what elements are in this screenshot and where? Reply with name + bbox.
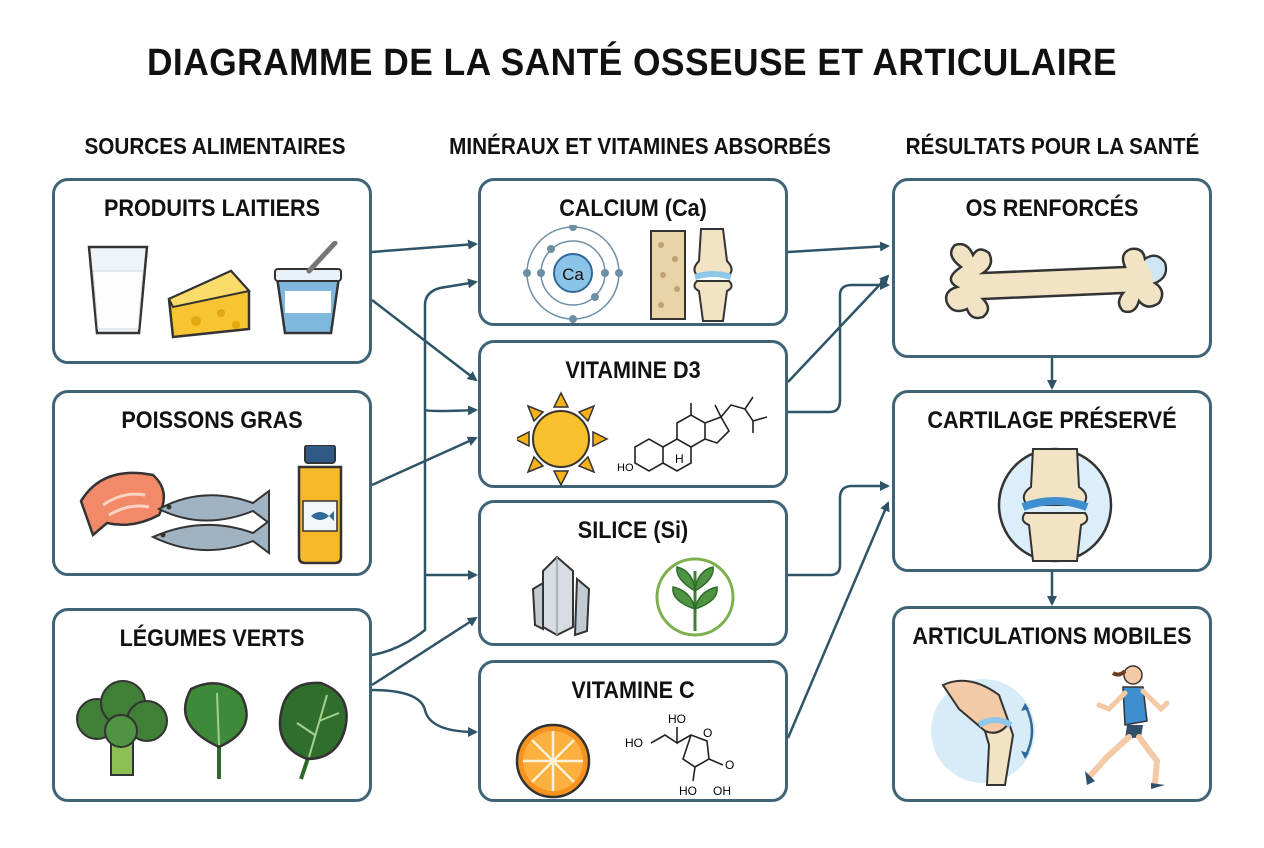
nutrient-box-silice: SILICE (Si) (478, 500, 788, 646)
vitamin-d3-icon: H HO (517, 391, 768, 487)
arrow-veg-vitd (424, 405, 478, 416)
diagram-title: DIAGRAMME DE LA SANTÉ OSSEUSE ET ARTICUL… (146, 42, 1118, 84)
result-label-cartilage: CARTILAGE PRÉSERVÉ (927, 407, 1177, 434)
chem-label-h: H (675, 452, 684, 466)
silice-icon (531, 555, 735, 637)
nutrient-box-calcium: CALCIUM (Ca) Ca (478, 178, 788, 326)
arrow-silice-cartilage (788, 481, 890, 577)
chem-label-ho-top: HO (668, 712, 686, 726)
nutrient-label-silice: SILICE (Si) (577, 517, 689, 544)
chem-label-oh-bottom: OH (713, 784, 731, 798)
source-label-vegetables: LÉGUMES VERTS (119, 625, 305, 652)
source-label-fish: POISSONS GRAS (121, 407, 303, 434)
bone-icon (944, 243, 1168, 320)
vegetables-icon (76, 680, 348, 780)
chem-label-o-ring: O (703, 726, 712, 740)
mobile-joints-icon (931, 665, 1170, 789)
source-box-fish: POISSONS GRAS (52, 390, 372, 576)
source-label-dairy: PRODUITS LAITIERS (103, 195, 320, 222)
nutrient-box-vitamin-c: VITAMINE C HO HO O O HO OH (478, 660, 788, 802)
arrow-dairy-calcium (371, 239, 478, 254)
arrow-veg-calcium (371, 278, 478, 657)
vitamin-c-icon: HO HO O O HO OH (515, 712, 734, 799)
chem-label-o-keto: O (725, 758, 734, 772)
column-header-sources: SOURCES ALIMENTAIRES (84, 133, 346, 159)
arrow-vitd-bone-2 (788, 280, 890, 414)
column-header-nutrients: MINÉRAUX ET VITAMINES ABSORBÉS (449, 133, 831, 159)
calcium-atom-icon: Ca (523, 225, 733, 323)
source-box-vegetables: LÉGUMES VERTS (52, 608, 372, 802)
fish-icon (79, 445, 343, 565)
result-label-bones: OS RENFORCÉS (965, 195, 1139, 222)
nutrient-box-vitamin-d3: VITAMINE D3 H HO (478, 340, 788, 488)
arrow-veg-silice-2 (371, 616, 478, 687)
arrow-vitd-bone (787, 274, 890, 383)
result-box-bones: OS RENFORCÉS (892, 178, 1212, 358)
result-label-joints: ARTICULATIONS MOBILES (912, 623, 1192, 650)
arrow-vitc-cartilage (786, 501, 890, 739)
chem-label-ho-left: HO (625, 736, 643, 750)
nutrient-label-vitamin-c: VITAMINE C (571, 677, 695, 704)
result-box-cartilage: CARTILAGE PRÉSERVÉ (892, 390, 1212, 572)
chem-label-ho: HO (617, 462, 634, 474)
nutrient-label-vitamin-d3: VITAMINE D3 (565, 357, 701, 384)
nutrient-label-calcium: CALCIUM (Ca) (559, 195, 707, 222)
arrow-calcium-bone (787, 241, 890, 254)
arrow-veg-vitc (371, 688, 478, 737)
knee-cartilage-icon (997, 447, 1113, 563)
chem-label-ho-bottom: HO (679, 784, 697, 798)
column-header-results: RÉSULTATS POUR LA SANTÉ (905, 133, 1200, 159)
dairy-icon (87, 241, 342, 339)
atom-symbol: Ca (562, 265, 584, 284)
result-box-joints: ARTICULATIONS MOBILES (892, 606, 1212, 802)
source-box-dairy: PRODUITS LAITIERS (52, 178, 372, 364)
